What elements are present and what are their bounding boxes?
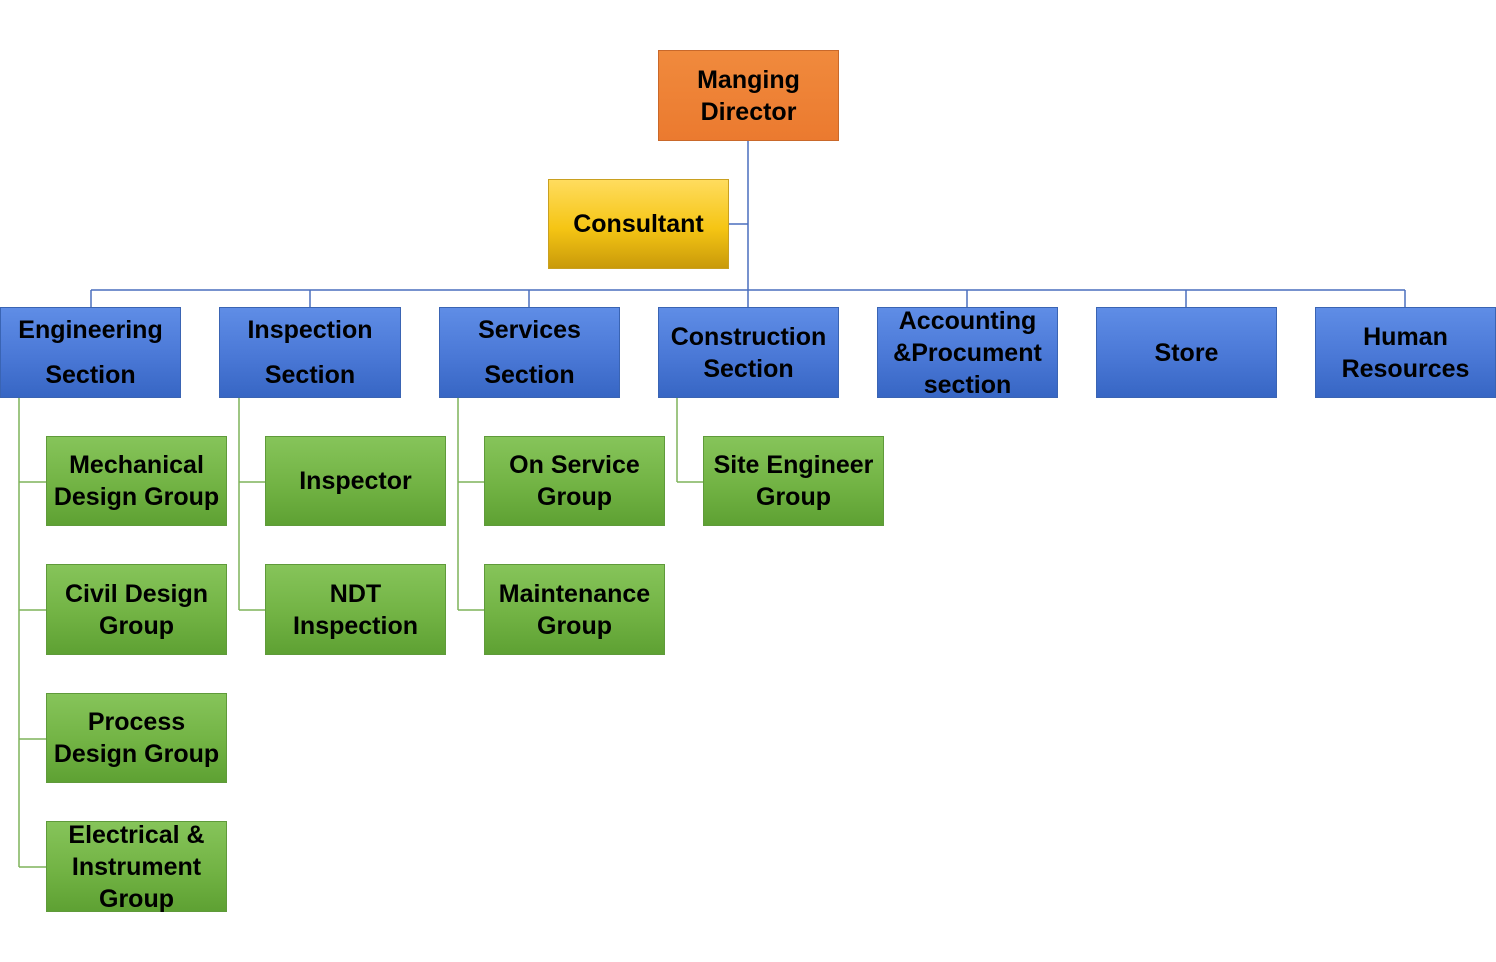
- maintenance-line1: Maintenance: [498, 579, 651, 608]
- process-design-group-box: Process Design Group: [46, 693, 227, 783]
- on-service-line1: On Service: [509, 451, 640, 479]
- construction-section-line1: Construction: [670, 322, 827, 351]
- construction-section-box: Construction Section: [658, 307, 839, 398]
- inspection-section-box: Inspection Section: [219, 307, 401, 398]
- mechanical-design-group-box: Mechanical Design Group: [46, 436, 227, 526]
- inspection-section-line2: Section: [264, 360, 356, 389]
- electrical-instrument-group-box: Electrical & Instrument Group: [46, 820, 227, 913]
- ndt-inspection-group-box: NDT Inspection: [265, 564, 446, 655]
- managing-director-line2: Director: [700, 97, 797, 126]
- site-engineer-line2: Group: [756, 483, 831, 511]
- process-design-line1: Process: [87, 708, 186, 736]
- on-service-line2: Group: [537, 483, 612, 511]
- accounting-section-box: Accounting &Procument section: [877, 306, 1058, 399]
- mechanical-design-line2: Design Group: [53, 483, 220, 511]
- site-engineer-line1: Site Engineer: [713, 451, 874, 479]
- engineering-section-line2: Section: [45, 360, 136, 389]
- services-section-box: Services Section: [439, 307, 620, 398]
- engineering-section-line1: Engineering: [18, 315, 163, 344]
- maintenance-line2: Group: [537, 611, 612, 640]
- engineering-section-box: Engineering Section: [0, 307, 181, 398]
- mechanical-design-line1: Mechanical: [69, 451, 204, 479]
- electrical-instrument-line3: Group: [99, 884, 174, 913]
- civil-design-group-box: Civil Design Group: [46, 564, 227, 655]
- electrical-instrument-line1: Electrical &: [68, 820, 205, 849]
- managing-director-line1: Manging: [697, 65, 800, 94]
- civil-design-line1: Civil Design: [64, 579, 209, 608]
- process-design-line2: Design Group: [53, 740, 220, 768]
- accounting-section-line2: &Procument: [893, 338, 1042, 367]
- services-section-line1: Services: [478, 315, 581, 344]
- accounting-section-line3: section: [923, 370, 1012, 399]
- consultant-box: Consultant: [548, 179, 729, 269]
- managing-director-box: Manging Director: [658, 50, 839, 141]
- consultant-label: Consultant: [573, 210, 704, 238]
- on-service-group-box: On Service Group: [484, 436, 665, 526]
- civil-design-line2: Group: [99, 611, 174, 640]
- ndt-inspection-line2: Inspection: [292, 611, 418, 640]
- services-section-line2: Section: [484, 360, 575, 389]
- inspection-section-line1: Inspection: [247, 315, 373, 344]
- inspector-label: Inspector: [299, 467, 412, 495]
- electrical-instrument-line2: Instrument: [71, 852, 202, 881]
- site-engineer-group-box: Site Engineer Group: [703, 436, 884, 526]
- human-resources-line1: Human: [1363, 322, 1448, 351]
- human-resources-line2: Resources: [1341, 354, 1470, 383]
- construction-section-line2: Section: [703, 354, 794, 383]
- human-resources-section-box: Human Resources: [1315, 307, 1496, 398]
- accounting-section-line1: Accounting: [898, 306, 1037, 335]
- ndt-inspection-line1: NDT: [329, 579, 382, 608]
- store-section-label: Store: [1154, 338, 1219, 367]
- inspector-group-box: Inspector: [265, 436, 446, 526]
- store-section-box: Store: [1096, 307, 1277, 398]
- maintenance-group-box: Maintenance Group: [484, 564, 665, 655]
